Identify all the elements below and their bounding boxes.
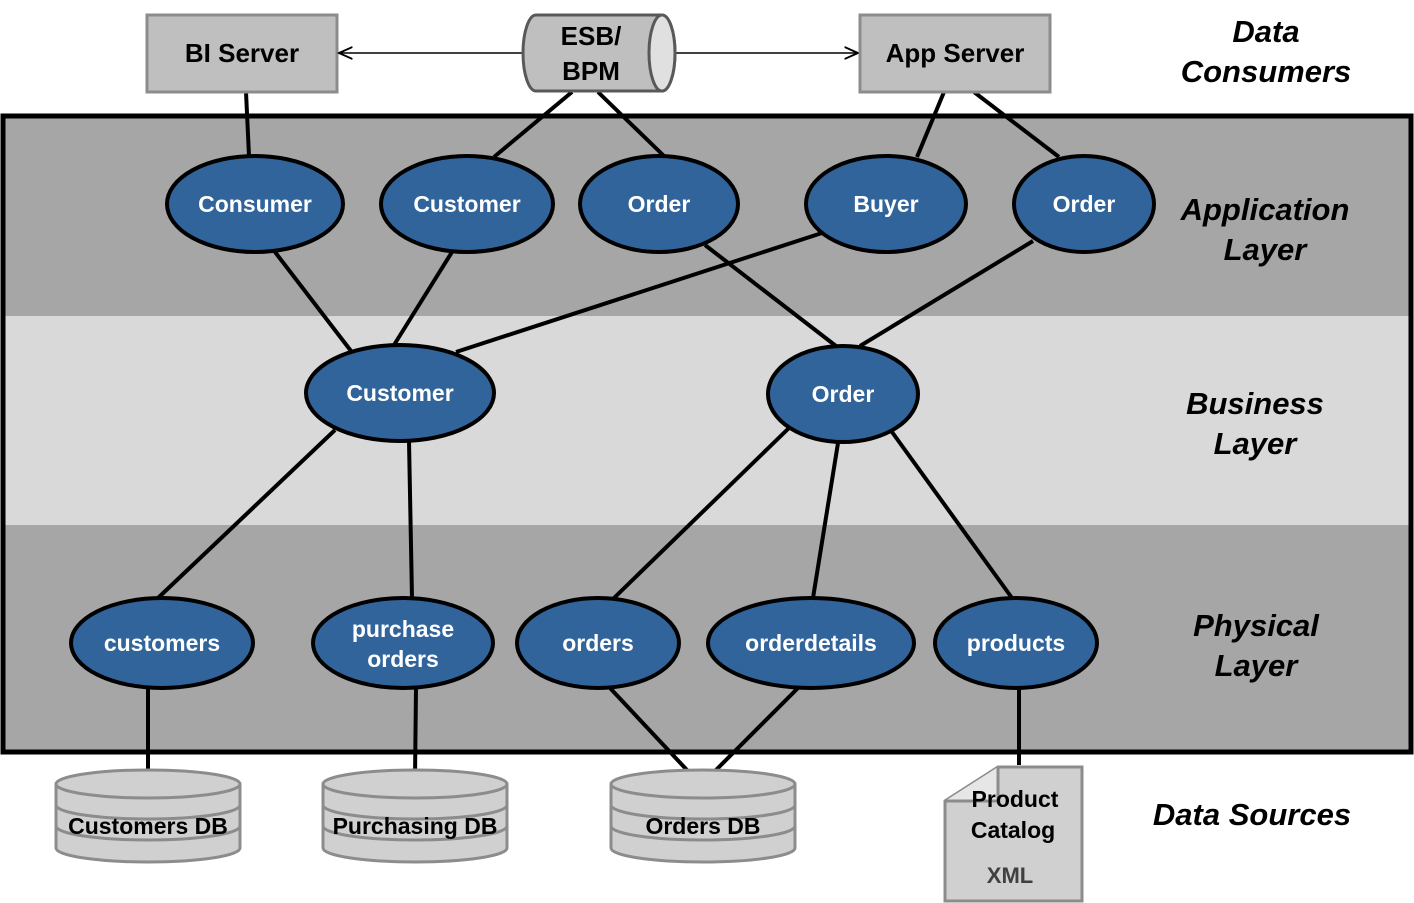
conn-esb-customer (492, 90, 574, 159)
business-nodes: Customer Order (304, 343, 920, 444)
layer-bands (0, 113, 1414, 755)
physical-node-orderdetails[interactable]: orderdetails (706, 596, 916, 690)
business-layer-label-2: Layer (1214, 426, 1299, 461)
esb-bpm-cylinder[interactable]: ESB/ BPM (521, 13, 677, 93)
esb-label-line1: ESB/ (561, 21, 622, 51)
app-node-order[interactable]: Order (578, 154, 740, 254)
orders-db-cylinder[interactable]: Orders DB (609, 768, 797, 864)
data-sources: Customers DB Purchasing DB Orders DB Pro… (54, 765, 1084, 903)
physical-layer-label-1: Physical (1193, 608, 1320, 643)
bi-server-box[interactable]: BI Server (145, 13, 339, 94)
physical-node-purchase-orders-label-1: purchase (352, 616, 454, 642)
data-sources-label: Data Sources (1153, 797, 1351, 832)
conn-app-order (972, 90, 1061, 159)
connections (146, 90, 1061, 788)
product-catalog-label-1: Product (972, 786, 1059, 812)
business-layer-label-1: Business (1186, 386, 1324, 421)
physical-nodes: customers purchase orders orders orderde… (69, 596, 1099, 690)
data-consumers-label-1: Data (1232, 14, 1299, 49)
layer-labels: Data Consumers Application Layer Busines… (1153, 14, 1351, 832)
physical-node-purchase-orders[interactable]: purchase orders (311, 596, 495, 690)
application-nodes: Consumer Customer Order Buyer Order (165, 154, 1156, 254)
physical-node-products[interactable]: products (933, 596, 1099, 690)
business-node-customer[interactable]: Customer (304, 343, 496, 443)
conn-app-buyer (915, 91, 946, 158)
product-catalog-label-2: Catalog (971, 817, 1055, 843)
business-node-order[interactable]: Order (766, 344, 920, 444)
app-node-customer[interactable]: Customer (379, 154, 555, 254)
app-node-consumer[interactable]: Consumer (165, 154, 345, 254)
bi-server-label: BI Server (185, 38, 299, 68)
conn-buyer-customer (455, 231, 823, 354)
app-node-consumer-label: Consumer (198, 191, 312, 217)
physical-node-customers[interactable]: customers (69, 596, 255, 690)
business-node-order-label: Order (812, 381, 875, 407)
conn-consumer-customer (273, 250, 353, 353)
physical-node-orders[interactable]: orders (515, 596, 681, 690)
esb-label-line2: BPM (562, 56, 620, 86)
conn-customer-purchaseorders (407, 440, 414, 599)
app-node-order-2-label: Order (1053, 191, 1116, 217)
app-node-order-2[interactable]: Order (1012, 154, 1156, 254)
app-node-buyer[interactable]: Buyer (804, 154, 968, 254)
data-consumers: BI Server ESB/ BPM App Server (145, 13, 1052, 94)
conn-customer-customers (156, 428, 337, 600)
conn-purchase-db (413, 687, 418, 778)
conn-bi-consumer (244, 91, 251, 157)
app-server-label: App Server (886, 38, 1025, 68)
app-server-box[interactable]: App Server (858, 13, 1052, 94)
conn-customer-customer (392, 250, 454, 347)
data-consumers-label-2: Consumers (1181, 54, 1352, 89)
purchasing-db-cylinder[interactable]: Purchasing DB (321, 768, 509, 864)
product-catalog-document[interactable]: Product Catalog XML (943, 765, 1084, 903)
physical-node-purchase-orders-label-2: orders (367, 646, 439, 672)
physical-node-customers-label: customers (104, 630, 220, 656)
customers-db-label: Customers DB (68, 813, 228, 839)
business-layer-band (4, 316, 1410, 525)
app-node-order-label: Order (628, 191, 691, 217)
app-node-buyer-label: Buyer (853, 191, 918, 217)
application-layer-label-1: Application (1180, 192, 1350, 227)
physical-node-orders-label: orders (562, 630, 634, 656)
conn-order-order (703, 243, 838, 348)
layer-frame (0, 113, 1414, 755)
conn-order2-order (858, 239, 1035, 348)
physical-layer-label-2: Layer (1215, 648, 1300, 683)
physical-node-orderdetails-label: orderdetails (745, 630, 877, 656)
conn-order-orders (612, 425, 792, 600)
app-node-customer-label: Customer (413, 191, 520, 217)
conn-order-orderdetails (811, 442, 840, 599)
application-layer-label-2: Layer (1224, 232, 1309, 267)
customers-db-cylinder[interactable]: Customers DB (54, 768, 242, 864)
business-node-customer-label: Customer (346, 380, 453, 406)
orders-db-label: Orders DB (645, 813, 760, 839)
xml-label: XML (987, 863, 1033, 888)
conn-order-products (890, 430, 1014, 600)
conn-esb-order (596, 90, 666, 158)
purchasing-db-label: Purchasing DB (333, 813, 498, 839)
physical-node-products-label: products (967, 630, 1065, 656)
